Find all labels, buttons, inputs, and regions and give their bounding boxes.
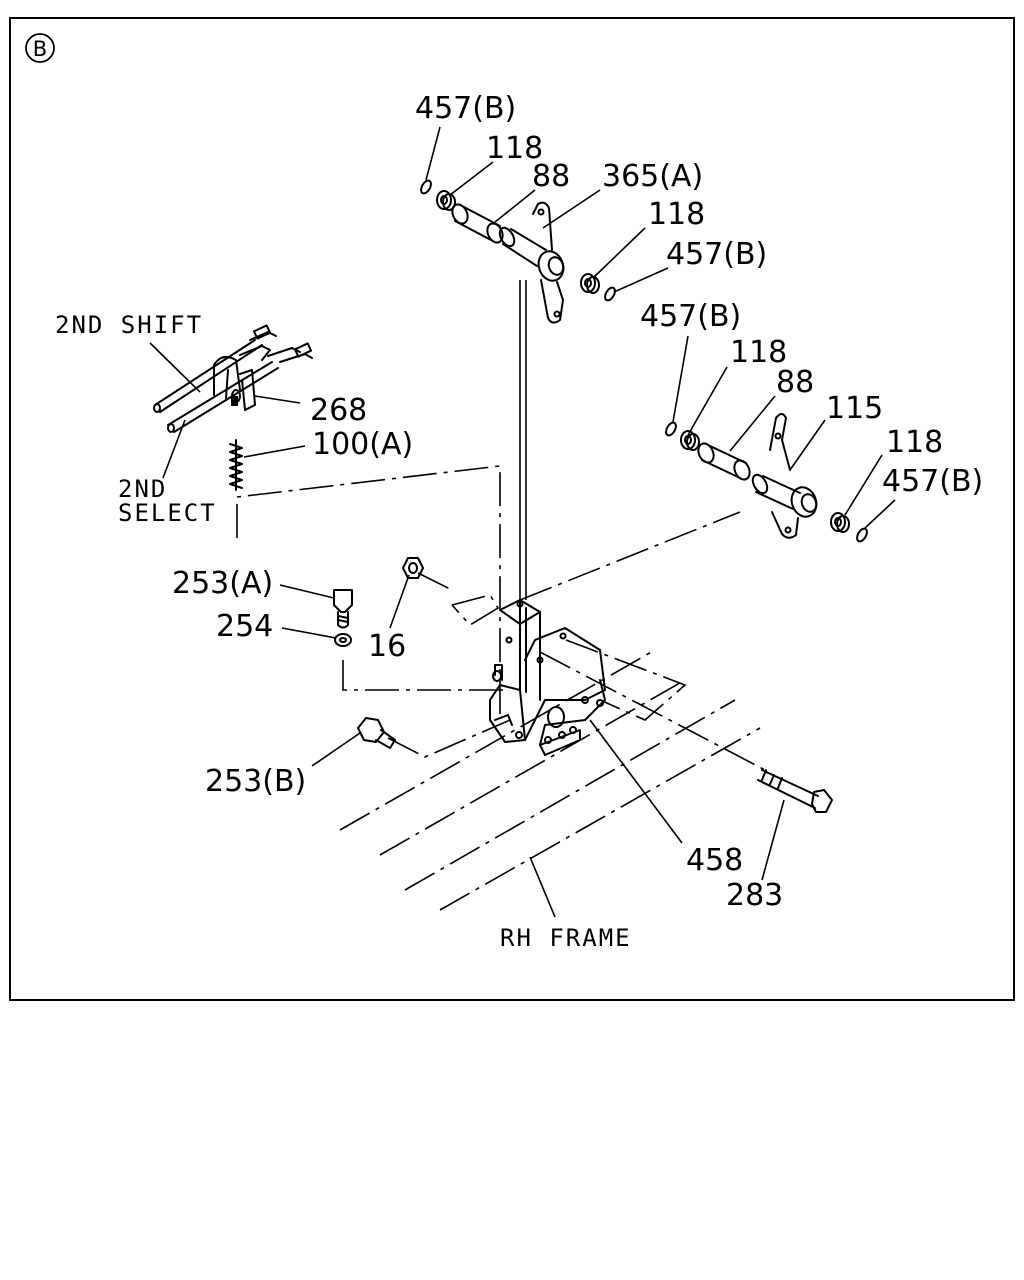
label-268: 268 xyxy=(310,393,367,428)
label-118-1: 118 xyxy=(486,131,543,166)
label-254: 254 xyxy=(216,609,273,644)
lever-115 xyxy=(751,413,818,539)
label-457b-2: 457(B) xyxy=(666,237,767,272)
bushing-118-right-left xyxy=(680,430,700,451)
label-457b-4: 457(B) xyxy=(882,464,983,499)
bushing-118-upper-left xyxy=(436,190,456,211)
view-marker-letter: B xyxy=(33,37,47,61)
label-365a: 365(A) xyxy=(602,159,703,194)
center-lines xyxy=(236,280,766,771)
diagram-border xyxy=(9,17,1015,1001)
bolt-283 xyxy=(757,769,833,813)
label-2nd-select-line2: SELECT xyxy=(118,499,217,527)
label-118-2: 118 xyxy=(648,197,705,232)
shift-select-shafts xyxy=(153,324,313,491)
pin-88-right xyxy=(697,442,751,481)
view-marker: B xyxy=(25,33,55,63)
bushing-118-upper-right xyxy=(580,273,600,294)
label-457b-1: 457(B) xyxy=(415,91,516,126)
label-2nd-select-line1: 2ND xyxy=(118,475,167,503)
spring-100a xyxy=(229,439,243,491)
right-lever-assembly xyxy=(665,413,868,543)
pin-88-upper xyxy=(451,203,504,244)
label-458: 458 xyxy=(686,843,743,878)
label-88-1: 88 xyxy=(532,159,570,194)
label-115: 115 xyxy=(826,391,883,426)
label-100a: 100(A) xyxy=(312,427,413,462)
label-2nd-shift: 2ND SHIFT xyxy=(55,311,203,339)
label-rh-frame: RH FRAME xyxy=(500,924,632,952)
label-118-3: 118 xyxy=(730,335,787,370)
label-118-4: 118 xyxy=(886,425,943,460)
label-253b: 253(B) xyxy=(205,764,306,799)
label-253a: 253(A) xyxy=(172,566,273,601)
bushing-118-right-right xyxy=(830,512,850,533)
lever-365a xyxy=(498,201,565,324)
label-457b-3: 457(B) xyxy=(640,299,741,334)
label-16: 16 xyxy=(368,629,406,664)
leader-lines xyxy=(149,126,896,918)
washer-254 xyxy=(334,633,352,647)
rh-frame-lines xyxy=(339,649,761,911)
label-88-2: 88 xyxy=(776,365,814,400)
label-283: 283 xyxy=(726,878,783,913)
bracket-458 xyxy=(489,599,606,756)
bolt-253a xyxy=(333,589,353,629)
bolt-253b xyxy=(357,717,396,749)
upper-lever-assembly xyxy=(420,179,616,324)
clevis-268 xyxy=(213,355,256,411)
part-labels: 457(B) 118 88 365(A) 118 457(B) 2ND SHIF… xyxy=(55,91,983,952)
nut-16 xyxy=(402,557,424,579)
